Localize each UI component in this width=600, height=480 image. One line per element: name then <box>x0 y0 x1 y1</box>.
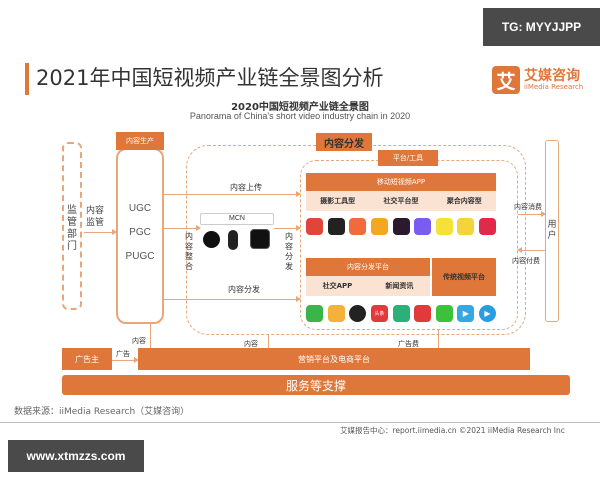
production-header: 内容生产 <box>116 132 164 150</box>
user-box <box>545 140 559 322</box>
consume-arrow <box>518 211 546 217</box>
pay-label: 内容付费 <box>512 257 540 265</box>
regulator-box <box>62 142 82 310</box>
pay-arrow <box>517 247 545 253</box>
app-icon-8 <box>457 218 475 235</box>
app-icon-6 <box>414 218 432 235</box>
to-mcn-arrow <box>164 225 201 231</box>
weibo-icon <box>327 305 345 322</box>
production-box <box>116 148 164 324</box>
ad-fee-up-line <box>438 330 439 348</box>
category-photo-tool: 摄影工具型 <box>320 197 356 205</box>
app-icon-2 <box>327 218 345 235</box>
mcn-box: MCN <box>200 213 274 225</box>
youku-icon: ▶ <box>479 305 496 322</box>
logo-name-en: iiMedia Research <box>524 83 584 91</box>
content-platform-header: 内容分发平台 <box>306 258 430 276</box>
toutiao-icon: 头条 <box>370 305 388 322</box>
app-icon-4 <box>370 218 388 235</box>
content-down-line-2 <box>268 335 269 348</box>
news-green-icon <box>392 305 410 322</box>
figure-title-en: Panorama of China's short video industry… <box>189 111 411 121</box>
app-icon-3 <box>349 218 367 235</box>
content-label-2: 内容 <box>244 340 258 348</box>
app-icon-7 <box>435 218 453 235</box>
app-icon-5 <box>392 218 410 235</box>
footer-divider <box>0 422 600 423</box>
logo-name-cn: 艾媒咨询 <box>524 68 580 84</box>
ad-label: 广告 <box>116 350 130 358</box>
copyright: 艾媒报告中心：report.iimedia.cn ©2021 iiMedia R… <box>340 426 565 435</box>
distribution-header: 内容分发 <box>316 133 372 151</box>
supervision-label: 内容监管 <box>86 206 105 228</box>
category-social-platform: 社交平台型 <box>383 197 419 205</box>
ad-arrow <box>112 357 139 363</box>
content-platform-categories: 社交APP 新闻资讯 <box>306 276 430 296</box>
platform-header: 平台/工具 <box>378 150 438 166</box>
data-source: 数据来源：iiMedia Research（艾媒咨询） <box>14 407 190 417</box>
consume-label: 内容消费 <box>514 203 542 211</box>
marketing-platform-bar: 营销平台及电商平台 <box>138 348 530 370</box>
mcn-to-platform-arrow <box>274 225 301 231</box>
content-label-1: 内容 <box>132 337 146 345</box>
category-social-app: 社交APP <box>322 282 353 290</box>
content-platform-icons: 头条 ▶ ▶ <box>306 305 496 322</box>
advertiser-box: 广告主 <box>62 348 112 370</box>
category-news: 新闻资讯 <box>385 282 414 290</box>
regulator-label: 监管部门 <box>67 205 77 252</box>
upload-label: 内容上传 <box>230 183 262 192</box>
watermark-bottom: www.xtmzzs.com <box>8 440 144 472</box>
ad-fee-label: 广告费 <box>398 340 419 348</box>
news-red-icon <box>414 305 432 322</box>
category-aggregate-content: 聚合内容型 <box>446 197 482 205</box>
qq-icon <box>349 305 367 322</box>
page-title: 2021年中国短视频产业链全景图分析 <box>36 66 384 90</box>
direct-distribute-arrow <box>164 296 301 302</box>
integrate-label: 内容整合 <box>185 232 193 271</box>
mcn-distribute-label: 内容分发 <box>285 232 293 271</box>
mobile-app-icons <box>306 218 496 235</box>
services-support-bar: 服务等支撑 <box>62 375 570 395</box>
mobile-app-header: 移动短视频APP <box>306 173 496 191</box>
mcn-logo-3-icon <box>250 229 270 249</box>
direct-distribute-label: 内容分发 <box>228 285 260 294</box>
mobile-app-categories: 摄影工具型 社交平台型 聚合内容型 <box>306 191 496 211</box>
iimedia-logo-icon: 艾 <box>492 66 520 94</box>
production-item-ugc: UGC <box>128 203 152 214</box>
title-accent-bar <box>25 63 29 95</box>
user-label: 用户 <box>547 220 557 241</box>
wechat-icon <box>306 305 323 322</box>
tencent-video-icon: ▶ <box>457 305 475 322</box>
app-icon-1 <box>306 218 323 235</box>
watermark-top: TG: MYYJJPP <box>483 8 600 46</box>
production-item-pgc: PGC <box>129 227 151 238</box>
supervision-arrow <box>84 229 117 235</box>
upload-arrow <box>164 191 301 197</box>
mcn-logo-2-icon <box>228 230 238 250</box>
mcn-logo-1-icon <box>203 231 220 248</box>
content-down-line-1 <box>150 324 151 348</box>
app-icon-9 <box>479 218 496 235</box>
production-item-pugc: PUGC <box>125 251 155 262</box>
figure-title-cn: 2020中国短视频产业链全景图 <box>231 102 369 113</box>
iqiyi-icon <box>435 305 453 322</box>
traditional-video-platform: 传统视频平台 <box>432 258 496 296</box>
